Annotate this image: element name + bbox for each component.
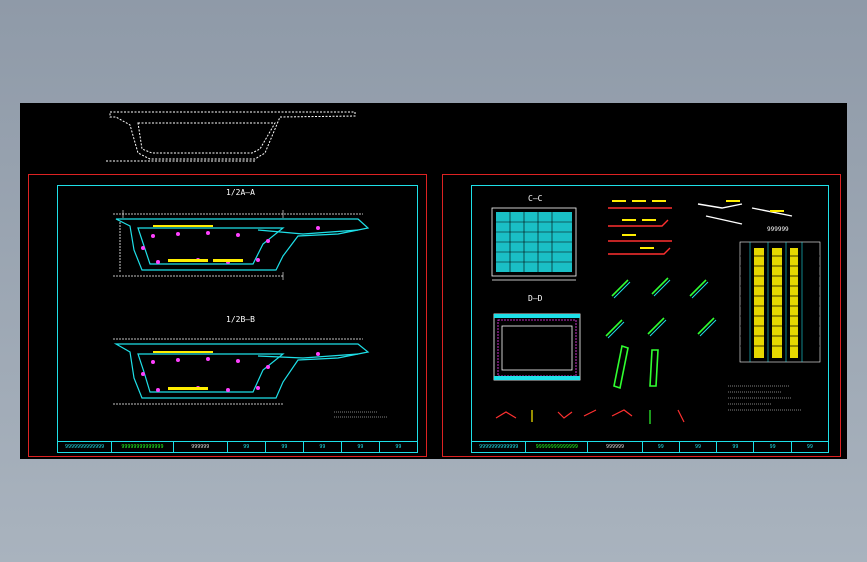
section-c-drawing — [491, 207, 577, 281]
detail-drawings — [491, 200, 821, 424]
tb-cell: 99 — [717, 442, 755, 452]
section-a-drawing — [113, 210, 370, 280]
tb-cell: 99 — [342, 442, 380, 452]
section-b-title: 1/2B—B — [226, 315, 255, 324]
box-girder-sections — [113, 210, 388, 418]
left-title-block: 9999999999999 99999999999999 999999 99 9… — [58, 441, 417, 452]
rebar-table — [739, 241, 821, 363]
tb-cell: 99 — [806, 444, 813, 450]
section-d-drawing — [493, 313, 581, 381]
section-c-title: C—C — [528, 194, 543, 203]
tb-cell: 99 — [304, 442, 342, 452]
rebar-table-title: 999999 — [767, 226, 789, 233]
right-drawing-sheet[interactable]: C—C D—D 999999 — [442, 174, 841, 457]
cad-drawing-canvas[interactable]: 1/2A—A 1/2B—B — [20, 103, 847, 459]
right-title-block: 9999999999999 99999999999999 999999 99 9… — [472, 441, 828, 452]
girder-outline-drawing — [106, 111, 356, 162]
section-b-drawing — [113, 338, 370, 405]
tb-cell: 9999999999999 — [472, 442, 527, 452]
tb-cell: 99 — [680, 442, 718, 452]
tb-cell: 99 — [754, 442, 792, 452]
tb-cell: 99 — [643, 442, 680, 452]
tb-cell: 99 — [228, 442, 266, 452]
section-a-title: 1/2A—A — [226, 188, 255, 197]
left-drawing-frame: 1/2A—A 1/2B—B — [57, 185, 418, 453]
tb-cell: 999999 — [588, 442, 643, 452]
right-drawing-frame: C—C D—D 999999 — [471, 185, 829, 453]
tb-cell: 99 — [395, 444, 402, 450]
left-drawing-sheet[interactable]: 1/2A—A 1/2B—B — [28, 174, 427, 457]
section-d-title: D—D — [528, 294, 543, 303]
tb-cell: 99 — [266, 442, 304, 452]
tb-cell: 999999 — [174, 442, 228, 452]
tb-cell: 99999999999999 — [112, 442, 174, 452]
tb-cell: 99999999999999 — [526, 442, 589, 452]
tb-cell: 9999999999999 — [58, 442, 113, 452]
